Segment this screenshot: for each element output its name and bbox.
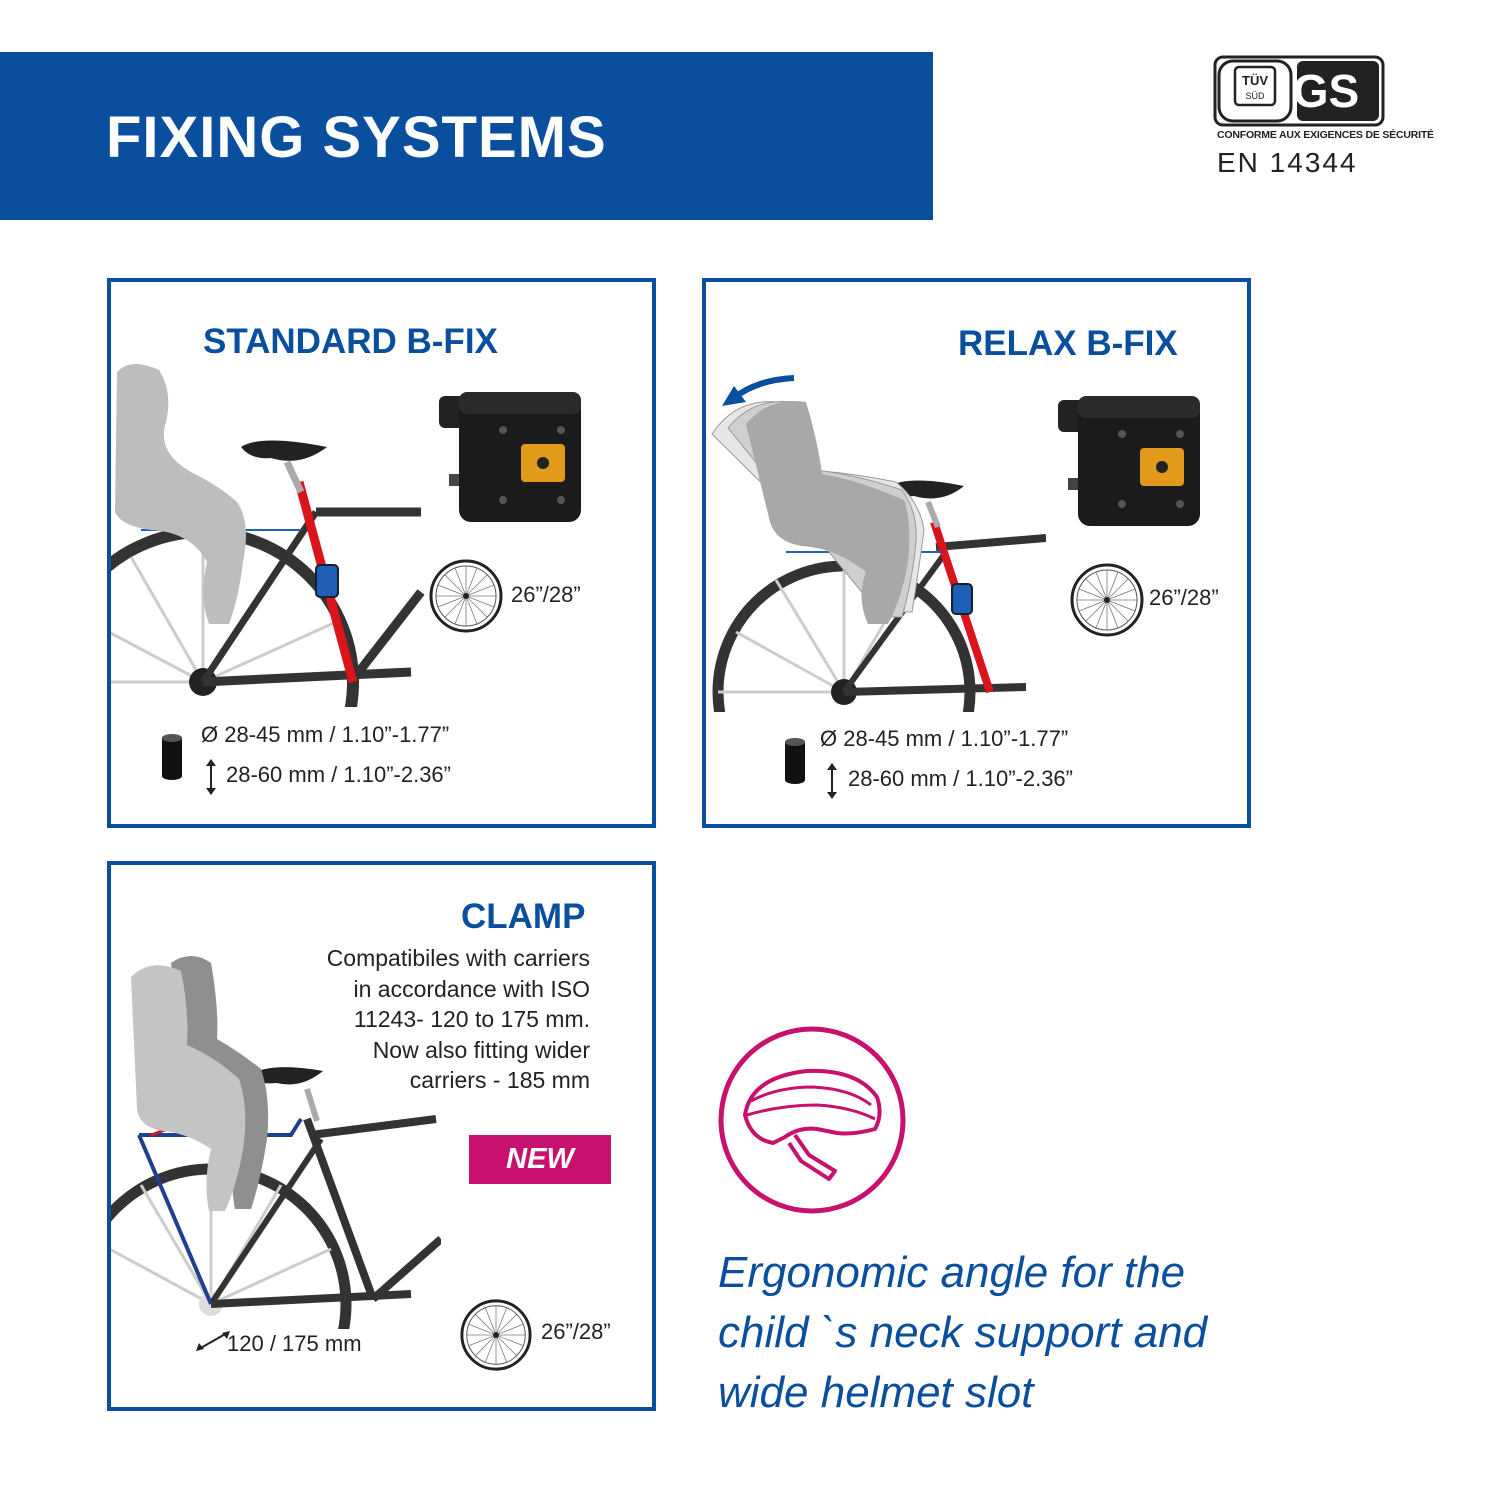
clamp-panel: CLAMP Compatibiles with carriers in acco…	[107, 861, 656, 1411]
conformity-text: CONFORME AUX EXIGENCES DE SÉCURITÉ	[1217, 129, 1434, 141]
panel-title: CLAMP	[461, 897, 586, 936]
height-arrow-icon	[827, 763, 837, 799]
panel-title: RELAX B-FIX	[958, 324, 1178, 363]
description-line: Compatibiles with carriers	[326, 945, 590, 971]
bike-seat-clamp-illustration	[111, 956, 441, 1329]
b-fix-bracket	[439, 392, 581, 522]
new-badge: NEW	[469, 1135, 611, 1184]
tube-diameter-icon	[162, 734, 182, 780]
diameter-spec: Ø 28-45 mm / 1.10”-1.77”	[820, 726, 1069, 751]
width-arrow-icon	[196, 1331, 230, 1351]
page-title: FIXING SYSTEMS	[106, 105, 607, 170]
clamp-description: Compatibiles with carriers in accordance…	[327, 943, 590, 1096]
svg-text:GS: GS	[1293, 65, 1359, 117]
feature-line: Ergonomic angle for the	[718, 1248, 1186, 1297]
height-spec: 28-60 mm / 1.10”-2.36”	[226, 762, 451, 787]
wheel-size-label: 26”/28”	[541, 1319, 611, 1344]
wheel-icon	[429, 559, 503, 633]
wheel-icon	[1070, 563, 1144, 637]
svg-text:TÜV: TÜV	[1242, 73, 1268, 88]
helmet-icon	[718, 1026, 906, 1214]
diameter-spec: Ø 28-45 mm / 1.10”-1.77”	[201, 722, 450, 747]
height-spec: 28-60 mm / 1.10”-2.36”	[848, 766, 1073, 791]
feature-line: wide helmet slot	[718, 1368, 1034, 1417]
description-line: 11243- 120 to 175 mm.	[353, 1006, 590, 1032]
wheel-size-label: 26”/28”	[511, 582, 581, 607]
bike-seat-recline-illustration	[711, 375, 1046, 712]
header-banner	[0, 52, 933, 220]
carrier-width-spec: 120 / 175 mm	[227, 1331, 362, 1356]
b-fix-bracket	[1058, 396, 1200, 526]
standard-b-fix-panel: STANDARD B-FIX	[107, 278, 656, 828]
wheel-icon	[460, 1299, 532, 1371]
panel-title: STANDARD B-FIX	[203, 322, 498, 361]
description-line: Now also fitting wider	[372, 1036, 590, 1063]
bike-seat-illustration	[111, 363, 425, 707]
description-line: carriers - 185 mm	[409, 1067, 590, 1093]
tube-diameter-icon	[785, 738, 805, 784]
wheel-size-label: 26”/28”	[1149, 585, 1219, 610]
feature-line: child `s neck support and	[718, 1308, 1208, 1357]
height-arrow-icon	[206, 759, 216, 795]
standard-label: EN 14344	[1217, 147, 1358, 178]
feature-text: Ergonomic angle for the child `s neck su…	[718, 1243, 1207, 1423]
description-line: in accordance with ISO	[353, 975, 590, 1002]
certification-logo: TÜV SÜD GS	[1213, 55, 1385, 127]
svg-text:SÜD: SÜD	[1245, 91, 1265, 101]
relax-b-fix-panel: RELAX B-FIX	[702, 278, 1251, 828]
